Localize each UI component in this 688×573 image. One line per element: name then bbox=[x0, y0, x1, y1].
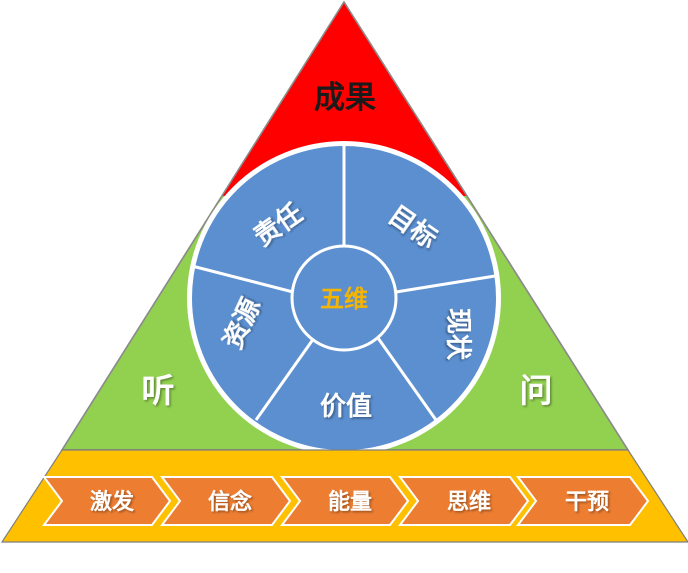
step-label-3: 能量 bbox=[328, 489, 372, 515]
wheel-center bbox=[290, 244, 398, 352]
wheel-divider bbox=[376, 337, 438, 421]
step-label-5: 干预 bbox=[565, 490, 609, 515]
step-chevron-4 bbox=[398, 476, 530, 526]
step-label-4: 思维 bbox=[447, 489, 491, 515]
step-chevron-5 bbox=[516, 476, 650, 526]
wheel-divider bbox=[191, 264, 294, 294]
segment-label-value: 价值 bbox=[320, 392, 372, 422]
step-chevron-1 bbox=[42, 476, 172, 526]
step-chevron-2 bbox=[160, 476, 292, 526]
wheel-center-label: 五维 bbox=[320, 285, 368, 313]
pyramid-top-label: 成果 bbox=[314, 80, 376, 116]
step-chevron-3 bbox=[280, 476, 410, 526]
wheel-divider bbox=[395, 274, 496, 294]
segment-label-status: 现状 bbox=[443, 308, 473, 361]
pyramid-left-label: 听 bbox=[142, 371, 175, 410]
pyramid-right-label: 问 bbox=[520, 371, 553, 410]
steps-row bbox=[42, 476, 650, 526]
wheel-dividers bbox=[191, 145, 496, 421]
step-label-1: 激发 bbox=[90, 489, 135, 515]
wheel-divider bbox=[254, 337, 316, 421]
step-label-2: 信念 bbox=[208, 489, 252, 515]
